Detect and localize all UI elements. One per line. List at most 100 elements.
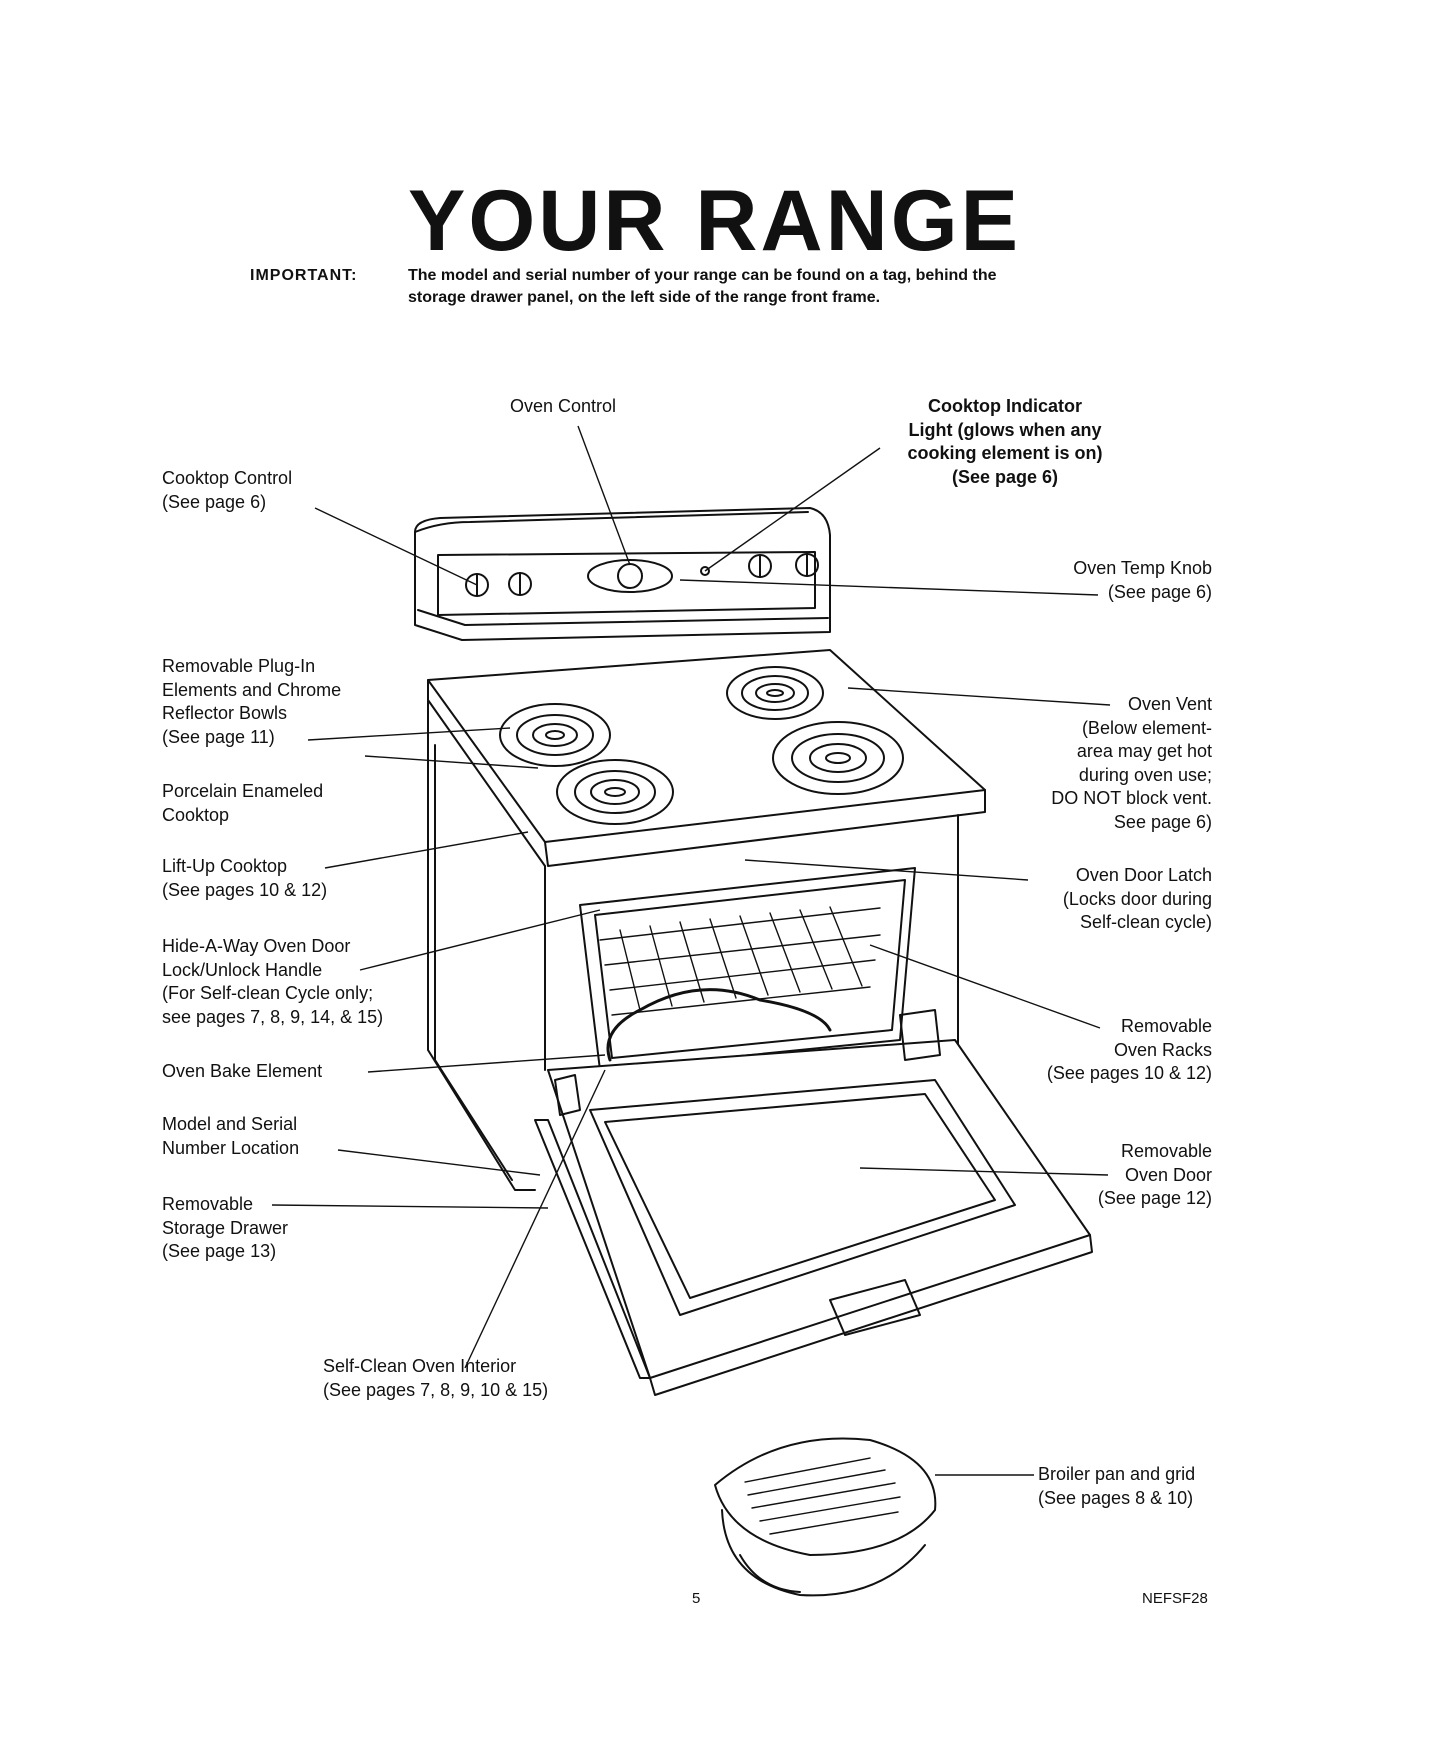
- label-oven-vent: Oven Vent (Below element- area may get h…: [1000, 693, 1212, 834]
- oven-rack: [599, 906, 881, 1016]
- cooktop-knob-left-2: [508, 572, 532, 596]
- oven-door-handle: [829, 1279, 921, 1336]
- label-line: (Locks door during: [1062, 888, 1212, 909]
- label-line: Oven Control: [510, 396, 617, 416]
- label-line: during oven use;: [1078, 764, 1212, 785]
- cooktop-front-edge: [544, 789, 986, 867]
- backguard-panel: [437, 551, 816, 616]
- leader-storage-drawer: [271, 1204, 549, 1209]
- label-line: Cooktop Indicator: [928, 396, 1082, 416]
- label-line: (Below element-: [1081, 717, 1212, 738]
- leader-plug-in-elements: [307, 727, 511, 741]
- oven-cavity: [579, 867, 916, 1071]
- label-model-serial: Model and Serial Number Location: [162, 1113, 299, 1160]
- leader-oven-door-latch: [744, 859, 1029, 881]
- label-lift-up-cooktop: Lift-Up Cooktop (See pages 10 & 12): [162, 855, 327, 902]
- label-line: (See page 6): [162, 491, 267, 512]
- label-line: Storage Drawer: [162, 1217, 289, 1238]
- label-line: Reflector Bowls: [162, 703, 288, 723]
- label-line: Removable: [1120, 1141, 1212, 1161]
- label-line: Removable: [1120, 1016, 1212, 1036]
- label-oven-door: Removable Oven Door (See page 12): [1000, 1140, 1212, 1211]
- label-line: Model and Serial: [162, 1114, 298, 1134]
- label-line: (See page 6): [1107, 581, 1212, 602]
- leader-oven-racks: [869, 944, 1101, 1029]
- label-line: Elements and Chrome: [162, 679, 342, 700]
- backguard-top: [414, 511, 809, 533]
- leader-oven-vent: [847, 687, 1111, 706]
- label-line: (See pages 8 & 10): [1038, 1487, 1194, 1508]
- label-oven-racks: Removable Oven Racks (See pages 10 & 12): [1000, 1015, 1212, 1086]
- cooktop-knob-right-2: [795, 553, 819, 577]
- label-plug-in-elements: Removable Plug-In Elements and Chrome Re…: [162, 655, 341, 749]
- leader-self-clean-interior: [464, 1069, 606, 1369]
- range-side-left: [427, 699, 536, 1191]
- leader-oven-door: [859, 1167, 1109, 1176]
- door-hinge-right: [899, 1009, 941, 1061]
- label-line: area may get hot: [1076, 741, 1212, 761]
- oven-door-window-frame: [589, 1079, 1016, 1316]
- leader-lift-up-cooktop: [324, 831, 529, 869]
- label-oven-door-latch: Oven Door Latch (Locks door during Self-…: [1000, 864, 1212, 935]
- label-line: Self-clean cycle): [1079, 912, 1212, 932]
- label-storage-drawer: Removable Storage Drawer (See page 13): [162, 1193, 288, 1264]
- oven-door-window: [604, 1093, 996, 1299]
- storage-drawer: [534, 1119, 651, 1379]
- oven-control-clock: [587, 559, 673, 593]
- element-back-right: [726, 666, 824, 720]
- label-line: Self-Clean Oven Interior: [323, 1356, 517, 1376]
- leader-cooktop-control: [314, 507, 478, 586]
- important-keyword: IMPORTANT:: [250, 267, 358, 284]
- leader-cooktop-indicator: [704, 447, 881, 572]
- label-line: Porcelain Enameled: [162, 781, 324, 801]
- label-line: (See page 6): [951, 466, 1059, 487]
- label-self-clean-interior: Self-Clean Oven Interior (See pages 7, 8…: [323, 1355, 548, 1402]
- element-front-left: [556, 759, 674, 825]
- important-line-1: The model and serial number of your rang…: [408, 267, 997, 284]
- label-line: cooking element is on): [907, 443, 1103, 463]
- label-line: Number Location: [162, 1137, 300, 1158]
- label-line: Light (glows when any: [908, 419, 1102, 440]
- label-line: Hide-A-Way Oven Door: [162, 936, 351, 956]
- label-line: Oven Door: [1124, 1164, 1212, 1185]
- label-line: (See pages 10 & 12): [1046, 1063, 1212, 1083]
- label-line: (For Self-clean Cycle only;: [162, 983, 374, 1003]
- label-line: Oven Door Latch: [1075, 865, 1212, 885]
- leader-porcelain-cooktop: [364, 755, 539, 769]
- label-line: (See pages 7, 8, 9, 10 & 15): [323, 1379, 549, 1400]
- leader-oven-control: [577, 425, 631, 566]
- label-line: Lock/Unlock Handle: [162, 959, 323, 980]
- document-code: NEFSF28: [1142, 1590, 1208, 1607]
- label-porcelain-cooktop: Porcelain Enameled Cooktop: [162, 780, 323, 827]
- label-line: see pages 7, 8, 9, 14, & 15): [162, 1006, 384, 1027]
- label-hide-a-way-handle: Hide-A-Way Oven Door Lock/Unlock Handle …: [162, 935, 383, 1029]
- label-broiler-pan: Broiler pan and grid (See pages 8 & 10): [1038, 1463, 1195, 1510]
- label-line: Oven Temp Knob: [1073, 558, 1212, 578]
- label-cooktop-indicator: Cooktop Indicator Light (glows when any …: [880, 395, 1130, 489]
- label-line: Cooktop: [162, 804, 230, 825]
- label-line: Oven Racks: [1113, 1039, 1212, 1060]
- label-line: Removable: [162, 1194, 254, 1214]
- leader-bake-element: [367, 1054, 606, 1073]
- label-line: DO NOT block vent.: [1051, 788, 1212, 808]
- label-oven-control: Oven Control: [510, 395, 616, 419]
- element-back-left: [499, 703, 611, 767]
- label-line: Oven Vent: [1127, 694, 1212, 714]
- label-line: (See page 13): [162, 1241, 277, 1261]
- label-line: See page 6): [1113, 811, 1212, 832]
- label-line: Removable Plug-In: [162, 656, 316, 676]
- label-line: Lift-Up Cooktop: [162, 856, 288, 876]
- cooktop-surface: [427, 649, 986, 843]
- label-line: Oven Bake Element: [162, 1061, 323, 1081]
- leader-model-serial: [337, 1149, 541, 1176]
- label-line: (See page 12): [1097, 1188, 1212, 1208]
- element-front-right: [772, 721, 904, 795]
- range-side-left-inner: [434, 744, 513, 1181]
- cooktop-knob-right-1: [748, 554, 772, 578]
- page-number: 5: [692, 1590, 701, 1607]
- label-cooktop-control: Cooktop Control (See page 6): [162, 467, 292, 514]
- bake-element: [606, 988, 832, 1062]
- leader-hide-a-way-handle: [359, 909, 601, 971]
